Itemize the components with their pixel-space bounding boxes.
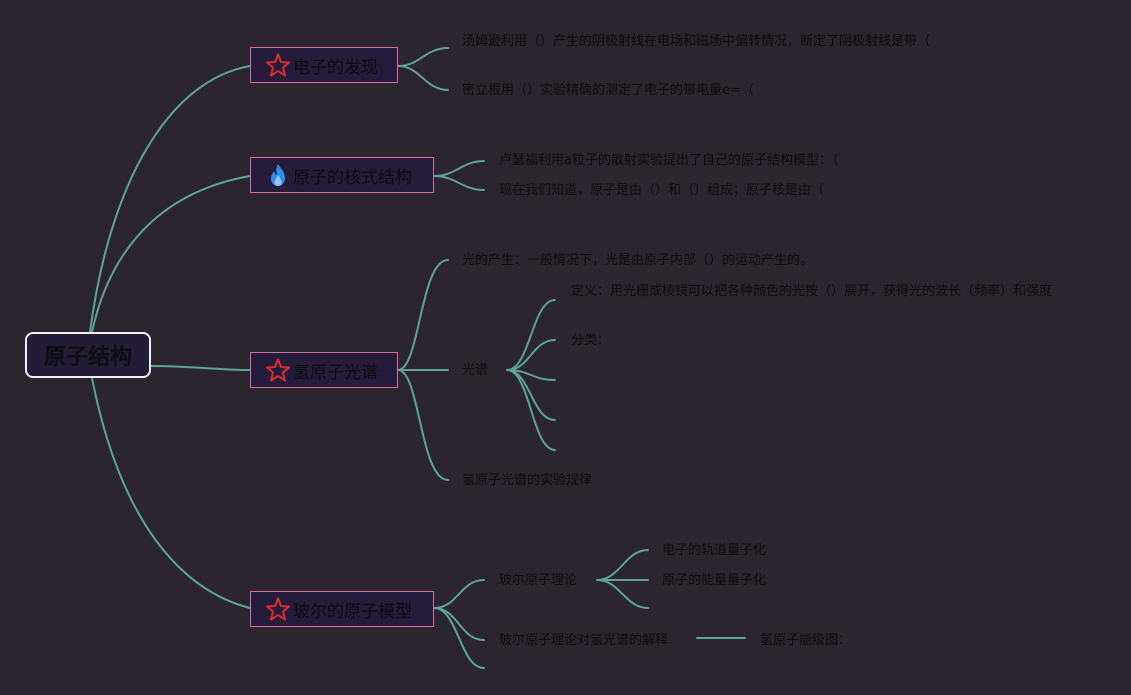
fire-icon: [265, 162, 291, 188]
root-node[interactable]: 原子结构: [25, 332, 151, 378]
connector-b1-leaf2: [397, 65, 449, 91]
connector-bohr-1: [596, 549, 649, 581]
connector-b3-leaf1: [397, 259, 449, 371]
leaf-light-production[interactable]: 光的产生：一般情况下，光是由原子内部（）的运动产生的。: [462, 253, 814, 268]
leaf-spectrum-classification[interactable]: 分类：: [571, 333, 611, 348]
star-icon: [265, 52, 291, 78]
connector-b2-leaf1: [433, 160, 485, 177]
leaf-orbit-quantization[interactable]: 电子的轨道量子化: [662, 543, 767, 558]
star-icon: [265, 596, 291, 622]
branch-electron-discovery[interactable]: 电子的发现: [250, 47, 398, 83]
leaf-rutherford[interactable]: 卢瑟福利用a粒子的散射实验提出了自己的原子结构模型：（: [499, 153, 839, 168]
connector-bohr-3: [596, 579, 649, 609]
branch-label: 电子的发现: [293, 57, 378, 78]
branch-label: 玻尔的原子模型: [293, 601, 412, 622]
connector-b1-leaf1: [397, 47, 449, 67]
star-icon: [265, 357, 291, 383]
leaf-thomson[interactable]: 汤姆逊利用（）产生的阴极射线在电场和磁场中偏转情况，断定了阴极射线是带（: [462, 34, 931, 49]
connector-b4-leaf3: [433, 607, 485, 669]
connector-b2-leaf2: [433, 175, 485, 191]
leaf-spectrum[interactable]: 光谱: [462, 363, 489, 378]
connector-root-b2: [91, 175, 251, 333]
leaf-hydrogen-spectrum-laws[interactable]: 氢原子光谱的实验规律: [462, 473, 593, 488]
branch-label: 氢原子光谱: [293, 362, 378, 383]
leaf-millikan[interactable]: 密立根用（）实验精确的测定了电子的带电量e=（: [462, 83, 754, 98]
branch-nuclear-structure[interactable]: 原子的核式结构: [250, 157, 434, 193]
connector-spectrum-5: [506, 369, 556, 451]
branch-hydrogen-spectrum[interactable]: 氢原子光谱: [250, 352, 398, 388]
leaf-atom-composition[interactable]: 现在我们知道，原子是由（）和（）组成；原子核是由（: [499, 183, 825, 198]
leaf-bohr-explanation[interactable]: 玻尔原子理论对氢光谱的解释: [499, 633, 669, 648]
branch-label: 原子的核式结构: [293, 167, 412, 188]
connector-spectrum-2: [506, 339, 556, 371]
connector-b4-leaf2: [433, 607, 485, 641]
branch-bohr-model[interactable]: 玻尔的原子模型: [250, 591, 434, 627]
leaf-bohr-theory[interactable]: 玻尔原子理论: [499, 573, 578, 588]
connector-root-b3: [150, 365, 251, 371]
connector-b3-leaf3: [397, 369, 449, 481]
connector-root-b1: [89, 65, 251, 333]
connector-root-b4: [91, 377, 251, 609]
leaf-energy-level-diagram[interactable]: 氢原子能级图：: [760, 633, 852, 648]
connector-spectrum-1: [506, 299, 556, 371]
connector-b4-leaf1: [433, 579, 485, 609]
leaf-energy-quantization[interactable]: 原子的能量量子化: [662, 573, 767, 588]
leaf-spectrum-definition[interactable]: 定义：用光栅或棱镜可以把各种颜色的光按（）展开，获得光的波长（频率）和强度: [571, 284, 1053, 299]
